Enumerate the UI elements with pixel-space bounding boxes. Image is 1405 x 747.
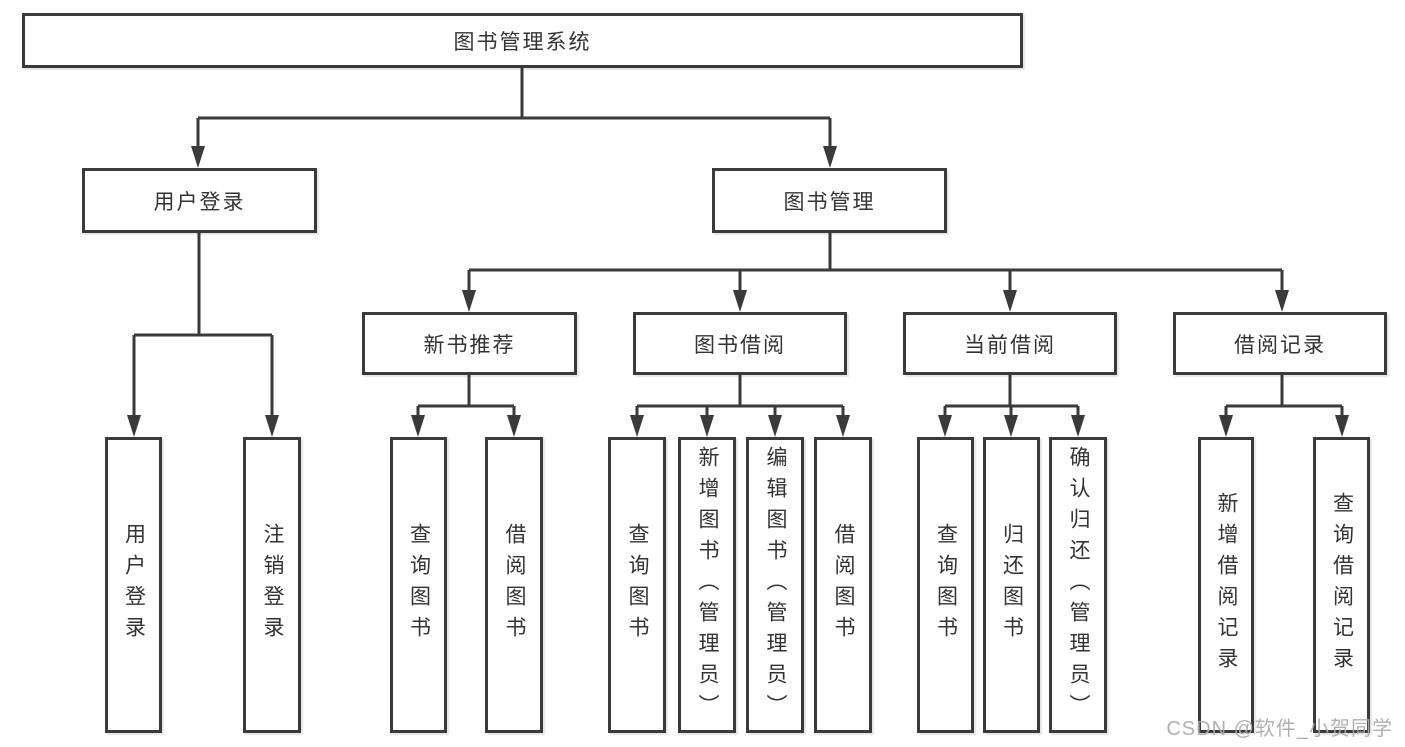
node-label: 当前借阅 [964, 333, 1056, 357]
leaf-br-query-borrow-record: 查询借阅记录 [1313, 437, 1370, 733]
node-label: 归还图书 [1000, 523, 1024, 647]
node-new-book-recommendation: 新书推荐 [362, 312, 577, 375]
leaf-nbr-query-books: 查询图书 [390, 437, 447, 733]
leaf-cb-query-books: 查询图书 [917, 437, 974, 733]
leaf-cb-return-books: 归还图书 [983, 437, 1040, 733]
arrowheads [127, 146, 1349, 437]
leaf-br-add-borrow-record: 新增借阅记录 [1198, 437, 1254, 733]
csdn-watermark: CSDN @软件_小贺同学 [1166, 718, 1393, 740]
node-library-management-system: 图书管理系统 [22, 13, 1023, 68]
node-label: 注销登录 [261, 523, 284, 647]
leaf-bb-add-books-admin: 新增图书（管理员） [678, 437, 736, 733]
node-label: 借阅记录 [1234, 333, 1326, 357]
node-label: 图书管理 [783, 190, 876, 214]
leaf-logout: 注销登录 [243, 437, 301, 733]
leaf-user-login: 用户登录 [105, 437, 162, 733]
node-book-borrowing: 图书借阅 [633, 312, 847, 375]
leaf-bb-query-books: 查询图书 [608, 437, 666, 733]
leaf-cb-confirm-return-admin: 确认归还（管理员） [1049, 437, 1107, 733]
node-borrowing-records: 借阅记录 [1173, 312, 1387, 375]
node-user-login: 用户登录 [82, 168, 317, 233]
node-label: 查询图书 [934, 523, 958, 647]
node-label: 编辑图书（管理员） [764, 445, 787, 725]
node-label: 新书推荐 [423, 333, 516, 357]
node-label: 图书管理系统 [453, 30, 592, 54]
node-label: 借阅图书 [503, 523, 526, 647]
leaf-bb-borrow-books: 借阅图书 [814, 437, 872, 733]
node-label: 图书借阅 [694, 333, 786, 357]
node-label: 新增图书（管理员） [696, 445, 719, 725]
node-label: 新增借阅记录 [1215, 492, 1238, 678]
leaf-nbr-borrow-books: 借阅图书 [485, 437, 543, 733]
node-label: 用户登录 [122, 523, 146, 647]
node-label: 用户登录 [153, 190, 246, 214]
node-label: 查询图书 [407, 523, 431, 647]
node-current-borrowing: 当前借阅 [903, 312, 1117, 375]
node-label: 确认归还（管理员） [1067, 445, 1090, 725]
leaf-bb-edit-books-admin: 编辑图书（管理员） [746, 437, 804, 733]
node-label: 查询借阅记录 [1330, 492, 1354, 678]
node-label: 借阅图书 [832, 523, 855, 647]
node-label: 查询图书 [626, 523, 649, 647]
node-book-management: 图书管理 [712, 168, 947, 233]
